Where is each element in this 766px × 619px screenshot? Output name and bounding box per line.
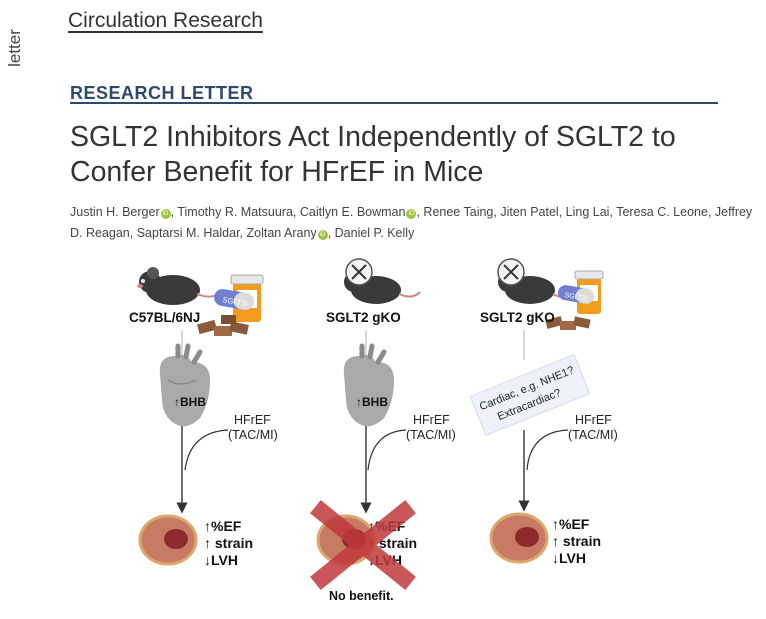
author-name[interactable]: Renee Taing xyxy=(423,205,494,219)
author-separator: , xyxy=(416,205,424,219)
ventricle-cross-section-icon xyxy=(489,512,549,564)
orcid-icon[interactable]: iD xyxy=(406,209,417,219)
title-line-2: Confer Benefit for HFrEF in Mice xyxy=(70,156,484,188)
outcome-ef: ↑%EF xyxy=(204,518,242,534)
mouse-strain-label: SGLT2 gKO xyxy=(480,310,555,325)
author-separator: , xyxy=(493,205,501,219)
orcid-icon[interactable]: iD xyxy=(317,230,328,240)
bhb-label: ↑BHB xyxy=(356,395,388,409)
author-name[interactable]: Daniel P. Kelly xyxy=(334,226,415,240)
orcid-icon[interactable]: iD xyxy=(160,209,171,219)
tac-mi-label: (TAC/MI) xyxy=(228,428,278,442)
author-separator: , xyxy=(239,226,247,240)
column-wildtype: SGLT2i C57BL/6NJ ↑BHB HFrEF (TAC/MI) ↑%E… xyxy=(129,267,278,568)
column-knockout: SGLT2 gKO ↑BHB HFrEF (TAC/MI) ↑%EF ↑ str… xyxy=(310,258,456,603)
tac-mi-label: (TAC/MI) xyxy=(568,428,618,442)
no-benefit-label: No benefit. xyxy=(329,589,394,603)
author-name[interactable]: Caitlyn E. Bowman xyxy=(299,205,406,219)
sglt2i-pill-icon: SGLT2i xyxy=(214,288,254,310)
hfref-label: HFrEF xyxy=(413,413,450,427)
section-rule xyxy=(70,102,718,104)
bhb-label: ↑BHB xyxy=(174,395,206,409)
mechanism-note-box: Cardiac, e.g. NHE1? Extracardiac? xyxy=(469,353,591,437)
outcome-lvh: ↓LVH xyxy=(552,550,586,566)
chow-pellets-icon xyxy=(545,316,591,330)
outcome-lvh: ↓LVH xyxy=(204,552,238,568)
author-name[interactable]: Ling Lai xyxy=(565,205,610,219)
section-label: RESEARCH LETTER xyxy=(70,83,254,103)
article-title: SGLT2 Inhibitors Act Independently of SG… xyxy=(70,120,760,190)
outcome-strain: ↑ strain xyxy=(552,533,601,549)
mouse-icon xyxy=(137,267,223,305)
knockout-mouse-icon xyxy=(497,258,571,304)
author-separator: , xyxy=(609,205,617,219)
author-name[interactable]: Teresa C. Leone xyxy=(616,205,708,219)
journal-name[interactable]: Circulation Research xyxy=(68,9,263,32)
title-line-1: SGLT2 Inhibitors Act Independently of SG… xyxy=(70,121,676,153)
author-name[interactable]: Jeffrey D. Reagan xyxy=(70,205,753,240)
knockout-mouse-icon xyxy=(344,258,421,304)
author-separator: , xyxy=(707,205,715,219)
tac-mi-label: (TAC/MI) xyxy=(406,428,456,442)
heart-icon xyxy=(343,343,394,427)
author-name[interactable]: Timothy R. Matsuura xyxy=(177,205,293,219)
mouse-strain-label: SGLT2 gKO xyxy=(326,310,401,325)
pill-label: SGLT2i xyxy=(222,295,248,308)
author-name[interactable]: Zoltan Arany xyxy=(246,226,317,240)
heart-icon xyxy=(159,343,210,427)
author-separator: , xyxy=(327,226,335,240)
author-name[interactable]: Justin H. Berger xyxy=(70,205,160,219)
author-separator: , xyxy=(292,205,300,219)
outcome-strain: ↑ strain xyxy=(204,535,253,551)
hfref-label: HFrEF xyxy=(234,413,271,427)
author-separator: , xyxy=(129,226,137,240)
no-benefit-cross-icon xyxy=(310,500,416,590)
author-name[interactable]: Jiten Patel xyxy=(500,205,559,219)
mouse-strain-label: C57BL/6NJ xyxy=(129,310,200,325)
ventricle-cross-section-icon xyxy=(138,514,198,566)
author-separator: , xyxy=(558,205,566,219)
hfref-label: HFrEF xyxy=(575,413,612,427)
column-knockout-treated: SGLT2i SGLT2 gKO Cardiac, e.g. NHE1? Ext… xyxy=(469,258,618,566)
sglt2i-pill-icon: SGLT2i xyxy=(558,285,594,304)
pill-label: SGLT2i xyxy=(564,292,589,303)
author-name[interactable]: Saptarsi M. Haldar xyxy=(136,226,240,240)
author-separator: , xyxy=(170,205,178,219)
chow-pellets-icon xyxy=(197,315,249,336)
outcome-ef: ↑%EF xyxy=(552,516,590,532)
